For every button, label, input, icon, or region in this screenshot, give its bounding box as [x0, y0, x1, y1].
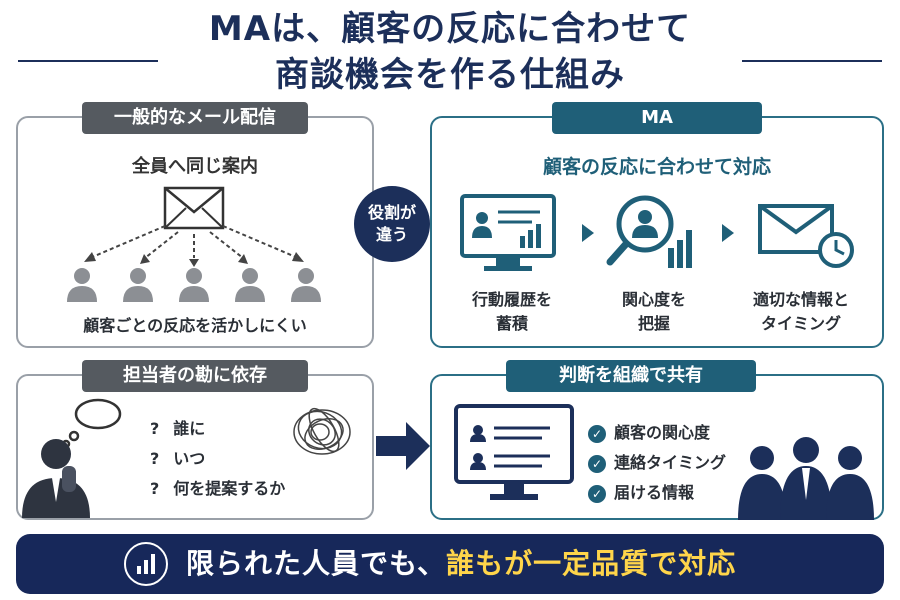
thought-bubble-icon	[61, 398, 122, 449]
envelope-icon	[163, 186, 225, 230]
question-icon: ?	[150, 419, 160, 438]
check-item-timing: ✓連絡タイミング	[588, 448, 738, 478]
step-1-line1: 行動履歴を	[471, 290, 552, 309]
banner-prefix: 限られた人員でも、	[186, 547, 447, 580]
title-rule-left	[18, 60, 158, 62]
general-mail-panel	[16, 116, 374, 348]
ma-tag: MA	[552, 102, 762, 134]
question-icon: ?	[150, 449, 160, 468]
check-circle-icon: ✓	[588, 454, 606, 473]
distribution-arrows	[89, 225, 299, 259]
step-2-line2: 把握	[637, 314, 670, 333]
summary-banner-text: 限られた人員でも、誰もが一定品質で対応	[186, 546, 736, 582]
step-2-line1: 関心度を	[621, 290, 686, 309]
mail-clock-icon	[758, 204, 854, 268]
shared-judgment-tag: 判断を組織で共有	[506, 360, 756, 392]
banner-highlight: 誰もが一定品質で対応	[446, 547, 737, 580]
step-2-label: 関心度を 把握	[594, 288, 714, 336]
page-title-line2: 商談機会を作る仕組み	[275, 55, 625, 95]
general-mail-caption: 顧客ごとの反応を活かしにくい	[83, 316, 307, 335]
monitor-chart-icon	[460, 194, 556, 271]
chart-badge-icon	[124, 542, 168, 586]
check-item-interest: ✓顧客の関心度	[588, 418, 738, 448]
general-mail-tag: 一般的なメール配信	[82, 102, 308, 134]
broadcast-diagram	[67, 186, 321, 302]
tangled-scribble-icon	[293, 407, 351, 455]
check-circle-icon: ✓	[588, 424, 606, 443]
step-arrow-2	[722, 224, 734, 242]
ma-steps-diagram	[460, 194, 854, 271]
question-item-what: ?何を提案するか	[150, 479, 286, 498]
step-arrow-1	[582, 224, 594, 242]
question-icon: ?	[150, 479, 160, 498]
step-1-line2: 蓄積	[495, 314, 528, 333]
role-difference-badge: 役割が 違う	[354, 186, 430, 262]
badge-line2: 違う	[375, 225, 408, 244]
step-3-label: 適切な情報と タイミング	[736, 288, 866, 336]
intuition-tag: 担当者の勘に依存	[82, 360, 308, 392]
thinking-person-icon	[22, 439, 90, 518]
badge-line1: 役割が	[367, 203, 416, 222]
team-people-icon	[738, 437, 874, 520]
customer-person-icons	[67, 268, 321, 302]
check-item-info: ✓届ける情報	[588, 478, 738, 508]
general-mail-heading: 全員へ同じ案内	[132, 156, 258, 177]
check-circle-icon: ✓	[588, 484, 606, 503]
step-1-label: 行動履歴を 蓄積	[452, 288, 572, 336]
magnifier-person-icon	[606, 195, 692, 268]
thinking-person-illustration	[22, 398, 122, 518]
flow-arrow-icon	[376, 422, 430, 470]
question-list: ?誰に ?いつ ?何を提案するか	[150, 414, 300, 504]
page-title-line1: MAは、顧客の反応に合わせて	[208, 9, 692, 49]
step-3-line1: 適切な情報と	[752, 290, 849, 309]
shared-checklist: ✓顧客の関心度 ✓連絡タイミング ✓届ける情報	[588, 418, 738, 508]
question-item-who: ?誰に	[150, 419, 206, 438]
ma-heading: 顧客の反応に合わせて対応	[542, 156, 771, 178]
question-item-when: ?いつ	[150, 449, 206, 468]
dashboard-monitor-icon	[454, 404, 574, 500]
title-rule-right	[742, 60, 882, 62]
step-3-line2: タイミング	[760, 314, 841, 333]
